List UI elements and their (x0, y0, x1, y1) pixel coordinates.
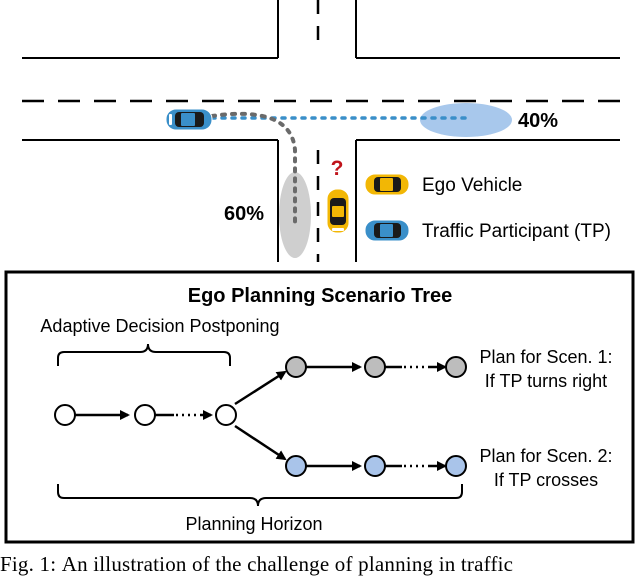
legend-ego-label: Ego Vehicle (422, 175, 522, 196)
question-mark: ? (331, 157, 344, 180)
tree-node-shared (134, 404, 156, 426)
tree-node-shared (54, 404, 76, 426)
figure-caption: Fig. 1: An illustration of the challenge… (0, 553, 640, 576)
legend-tp-label: Traffic Participant (TP) (422, 221, 611, 242)
road-network (22, 0, 620, 262)
tree-node-scen2 (285, 455, 307, 477)
postponing-label: Adaptive Decision Postponing (40, 316, 279, 336)
postponing-brace (57, 343, 231, 366)
scenario-tree-box (4, 270, 635, 544)
uncertainty-region-turn (279, 172, 311, 258)
edge-branch-up (234, 370, 287, 406)
tree-node-scen1 (285, 356, 307, 378)
caption-prefix: Fig. 1: (0, 553, 57, 576)
scen2-label-line1: Plan for Scen. 2: (479, 446, 612, 466)
scenario-tree-title: Ego Planning Scenario Tree (188, 285, 453, 307)
traffic-participant-car (165, 108, 213, 131)
legend-tp-icon (364, 219, 410, 242)
legend-ego-icon (364, 173, 410, 196)
horizon-brace (57, 484, 463, 507)
probability-turn: 60% (224, 203, 264, 225)
probability-straight: 40% (518, 110, 558, 132)
scen1-label-line2: If TP turns right (485, 371, 607, 391)
scen2-label-line2: If TP crosses (494, 470, 598, 490)
tree-node-scen1 (364, 356, 386, 378)
tree-node-scen2 (364, 455, 386, 477)
caption-text: An illustration of the challenge of plan… (61, 553, 514, 576)
horizon-label: Planning Horizon (185, 514, 322, 534)
edge-branch-down (234, 424, 287, 461)
ego-vehicle-car (326, 188, 350, 234)
scen1-label-line1: Plan for Scen. 1: (479, 347, 612, 367)
predicted-path-turn (210, 111, 297, 228)
tree-node-branching (215, 404, 237, 426)
tree-node-scen2 (445, 455, 467, 477)
tree-node-scen1 (445, 356, 467, 378)
uncertainty-region-straight (420, 103, 512, 137)
